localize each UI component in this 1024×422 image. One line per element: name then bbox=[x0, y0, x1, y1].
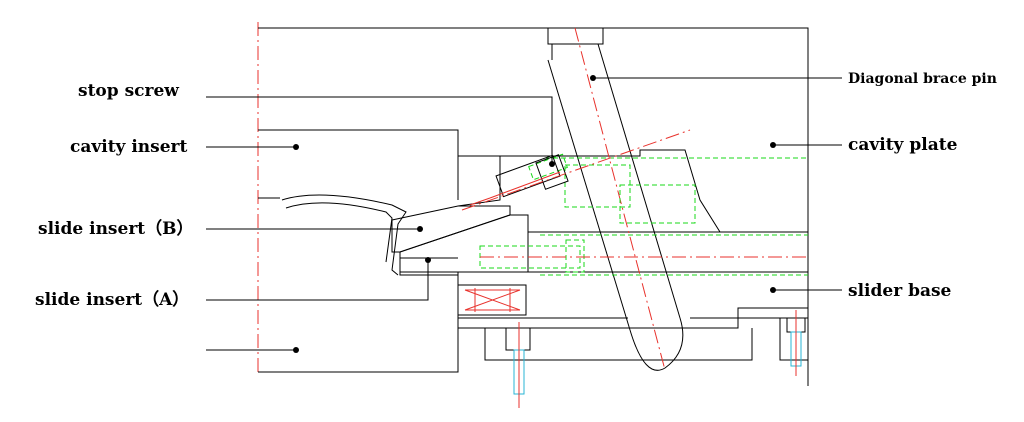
cavity-insert-dot bbox=[293, 144, 299, 150]
cavity-plate-dot bbox=[770, 142, 776, 148]
cavity-insert-outline bbox=[258, 129, 459, 200]
slider-base-dot bbox=[770, 287, 776, 293]
cavity-plate-outline bbox=[258, 27, 809, 386]
slide-insert-a-leader bbox=[206, 262, 429, 301]
label-slide-insert-a: slide insert（A） bbox=[35, 289, 189, 310]
bottom-screw-right bbox=[786, 310, 806, 376]
core-block-outline bbox=[258, 257, 459, 373]
molded-part-shell bbox=[281, 194, 407, 276]
label-cavity-plate: cavity plate bbox=[848, 135, 958, 155]
guide-rail-outline bbox=[484, 328, 753, 361]
diagonal-brace-pin-dot bbox=[590, 75, 596, 81]
label-slider-base: slider base bbox=[848, 281, 952, 301]
label-cavity-insert: cavity insert bbox=[70, 137, 188, 157]
slide-insert-b-dot bbox=[417, 226, 423, 232]
stop-screw-part bbox=[461, 129, 691, 211]
right-block bbox=[779, 318, 808, 361]
label-slide-insert-b: slide insert（B） bbox=[38, 218, 194, 239]
molded-part-shell-inner bbox=[285, 202, 393, 263]
diagonal-brace-pin bbox=[547, 27, 684, 371]
bottom-screw-left bbox=[505, 322, 531, 408]
slider-body-top bbox=[500, 149, 808, 233]
slider-upper-profile bbox=[457, 155, 501, 207]
spring-box bbox=[457, 284, 527, 316]
hidden-slide-channel bbox=[479, 153, 808, 276]
slide-insert-a-body bbox=[399, 214, 529, 273]
stop-screw-dot bbox=[549, 161, 555, 167]
core-dot bbox=[293, 347, 299, 353]
slide-insert-a-dot bbox=[425, 257, 431, 263]
spring-coils bbox=[464, 288, 521, 312]
label-diagonal-brace-pin: Diagonal brace pin bbox=[848, 71, 997, 87]
stop-screw-leader bbox=[206, 96, 553, 162]
slider-body-mid bbox=[458, 232, 529, 273]
label-stop-screw: stop screw bbox=[78, 81, 179, 101]
